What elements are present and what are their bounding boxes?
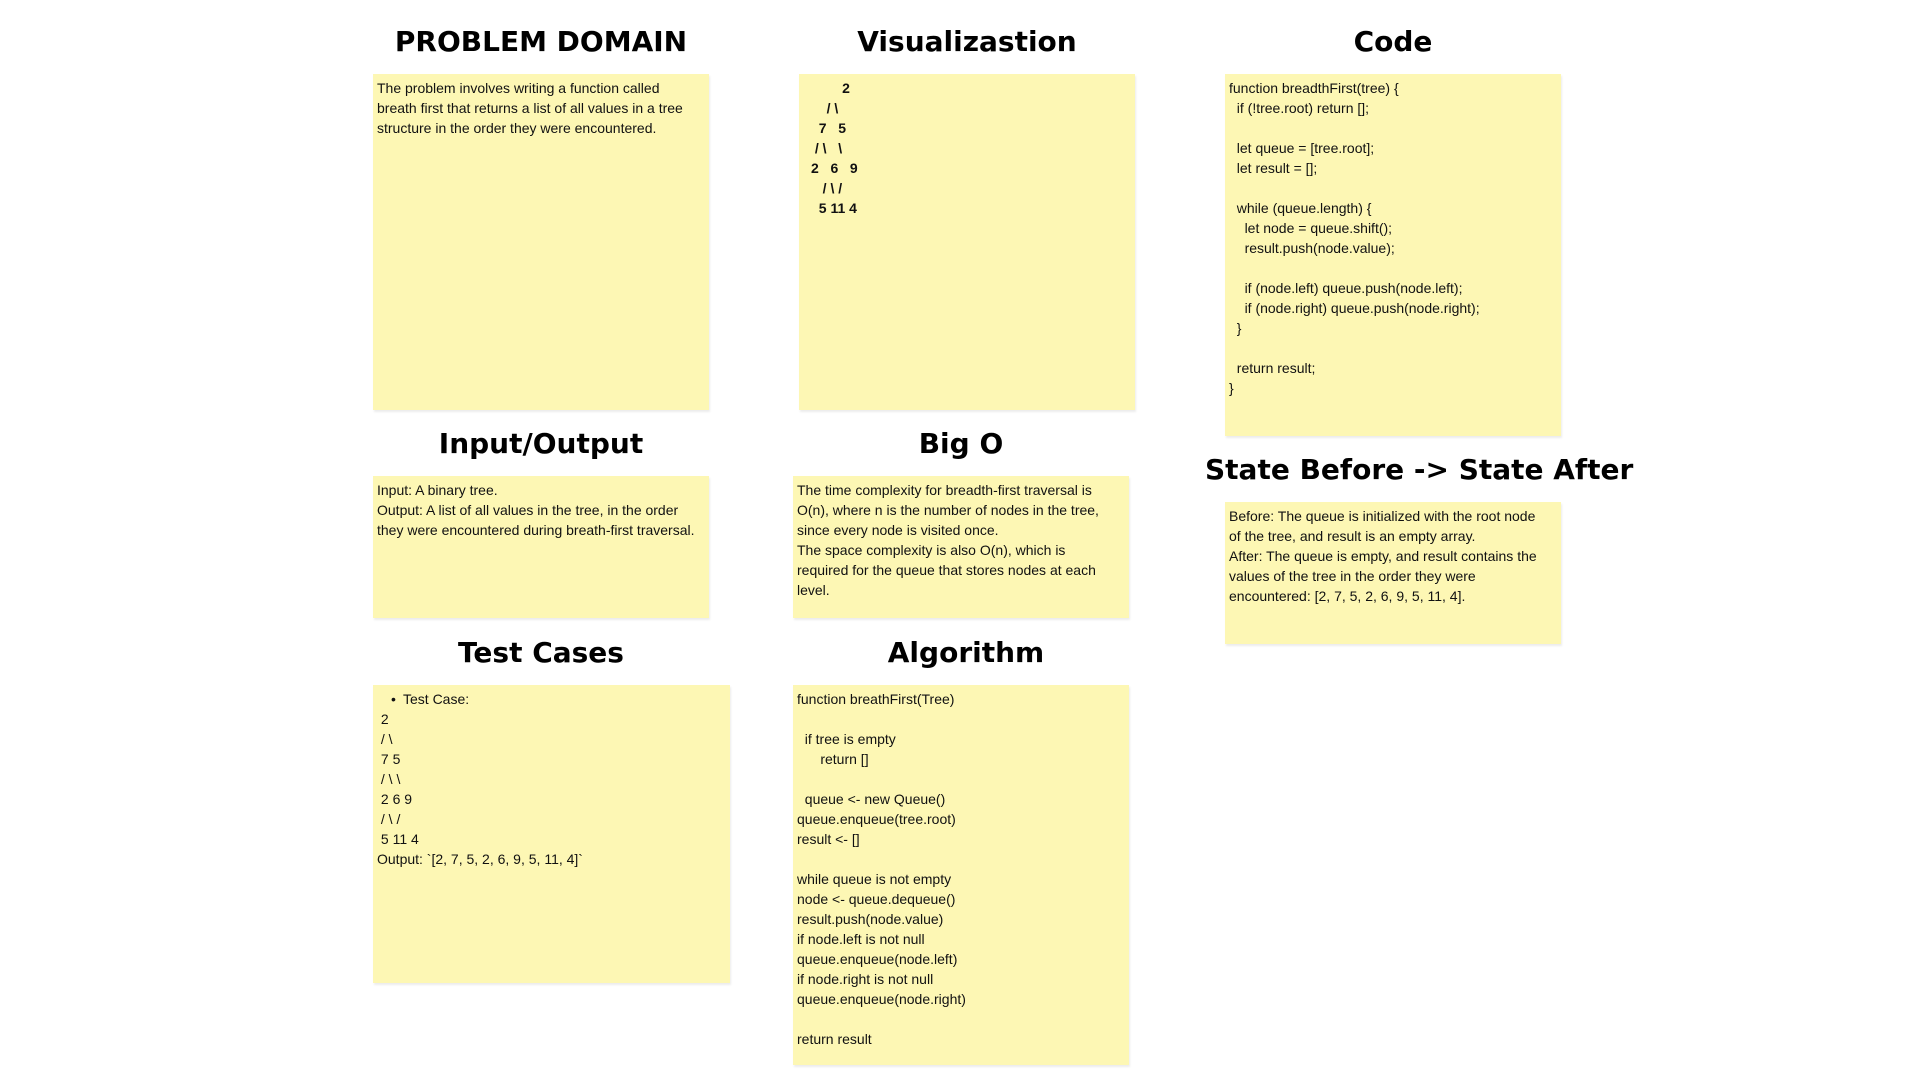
input-output-note[interactable]: Input: A binary tree. Output: A list of …: [373, 476, 709, 618]
problem-domain-note[interactable]: The problem involves writing a function …: [373, 74, 709, 410]
algorithm-text: function breathFirst(Tree) if tree is em…: [797, 691, 966, 1047]
tree-visualization-text: 2 / \ 7 5 / \ \ 2 6 9 / \ / 5 11 4: [811, 80, 858, 216]
test-cases-title: Test Cases: [458, 636, 624, 669]
test-cases-text: 2 / \ 7 5 / \ \ 2 6 9 / \ / 5 11 4 Outpu…: [377, 711, 583, 867]
problem-domain-title: PROBLEM DOMAIN: [394, 25, 688, 58]
code-note[interactable]: function breadthFirst(tree) { if (!tree.…: [1225, 74, 1561, 436]
algorithm-note[interactable]: function breathFirst(Tree) if tree is em…: [793, 685, 1129, 1065]
big-o-title: Big O: [918, 427, 1004, 460]
big-o-text: The time complexity for breadth-first tr…: [797, 482, 1099, 598]
problem-domain-text: The problem involves writing a function …: [377, 80, 683, 136]
code-text: function breadthFirst(tree) { if (!tree.…: [1229, 80, 1480, 396]
big-o-note[interactable]: The time complexity for breadth-first tr…: [793, 476, 1129, 618]
state-note[interactable]: Before: The queue is initialized with th…: [1225, 502, 1561, 644]
test-cases-note[interactable]: • Test Case: 2 / \ 7 5 / \ \ 2 6 9 / \ /…: [373, 685, 730, 983]
input-output-title: Input/Output: [438, 427, 644, 460]
input-output-text: Input: A binary tree. Output: A list of …: [377, 482, 695, 538]
state-text: Before: The queue is initialized with th…: [1229, 508, 1537, 604]
algorithm-title: Algorithm: [887, 636, 1045, 669]
test-case-bullet-item: • Test Case:: [377, 689, 726, 709]
bullet-icon: •: [391, 691, 396, 707]
code-title: Code: [1353, 25, 1433, 58]
visualization-note[interactable]: 2 / \ 7 5 / \ \ 2 6 9 / \ / 5 11 4: [799, 74, 1135, 410]
test-case-bullet-label: Test Case:: [403, 691, 470, 707]
visualization-title: Visualizastion: [857, 25, 1077, 58]
state-title: State Before -> State After: [1205, 453, 1634, 486]
